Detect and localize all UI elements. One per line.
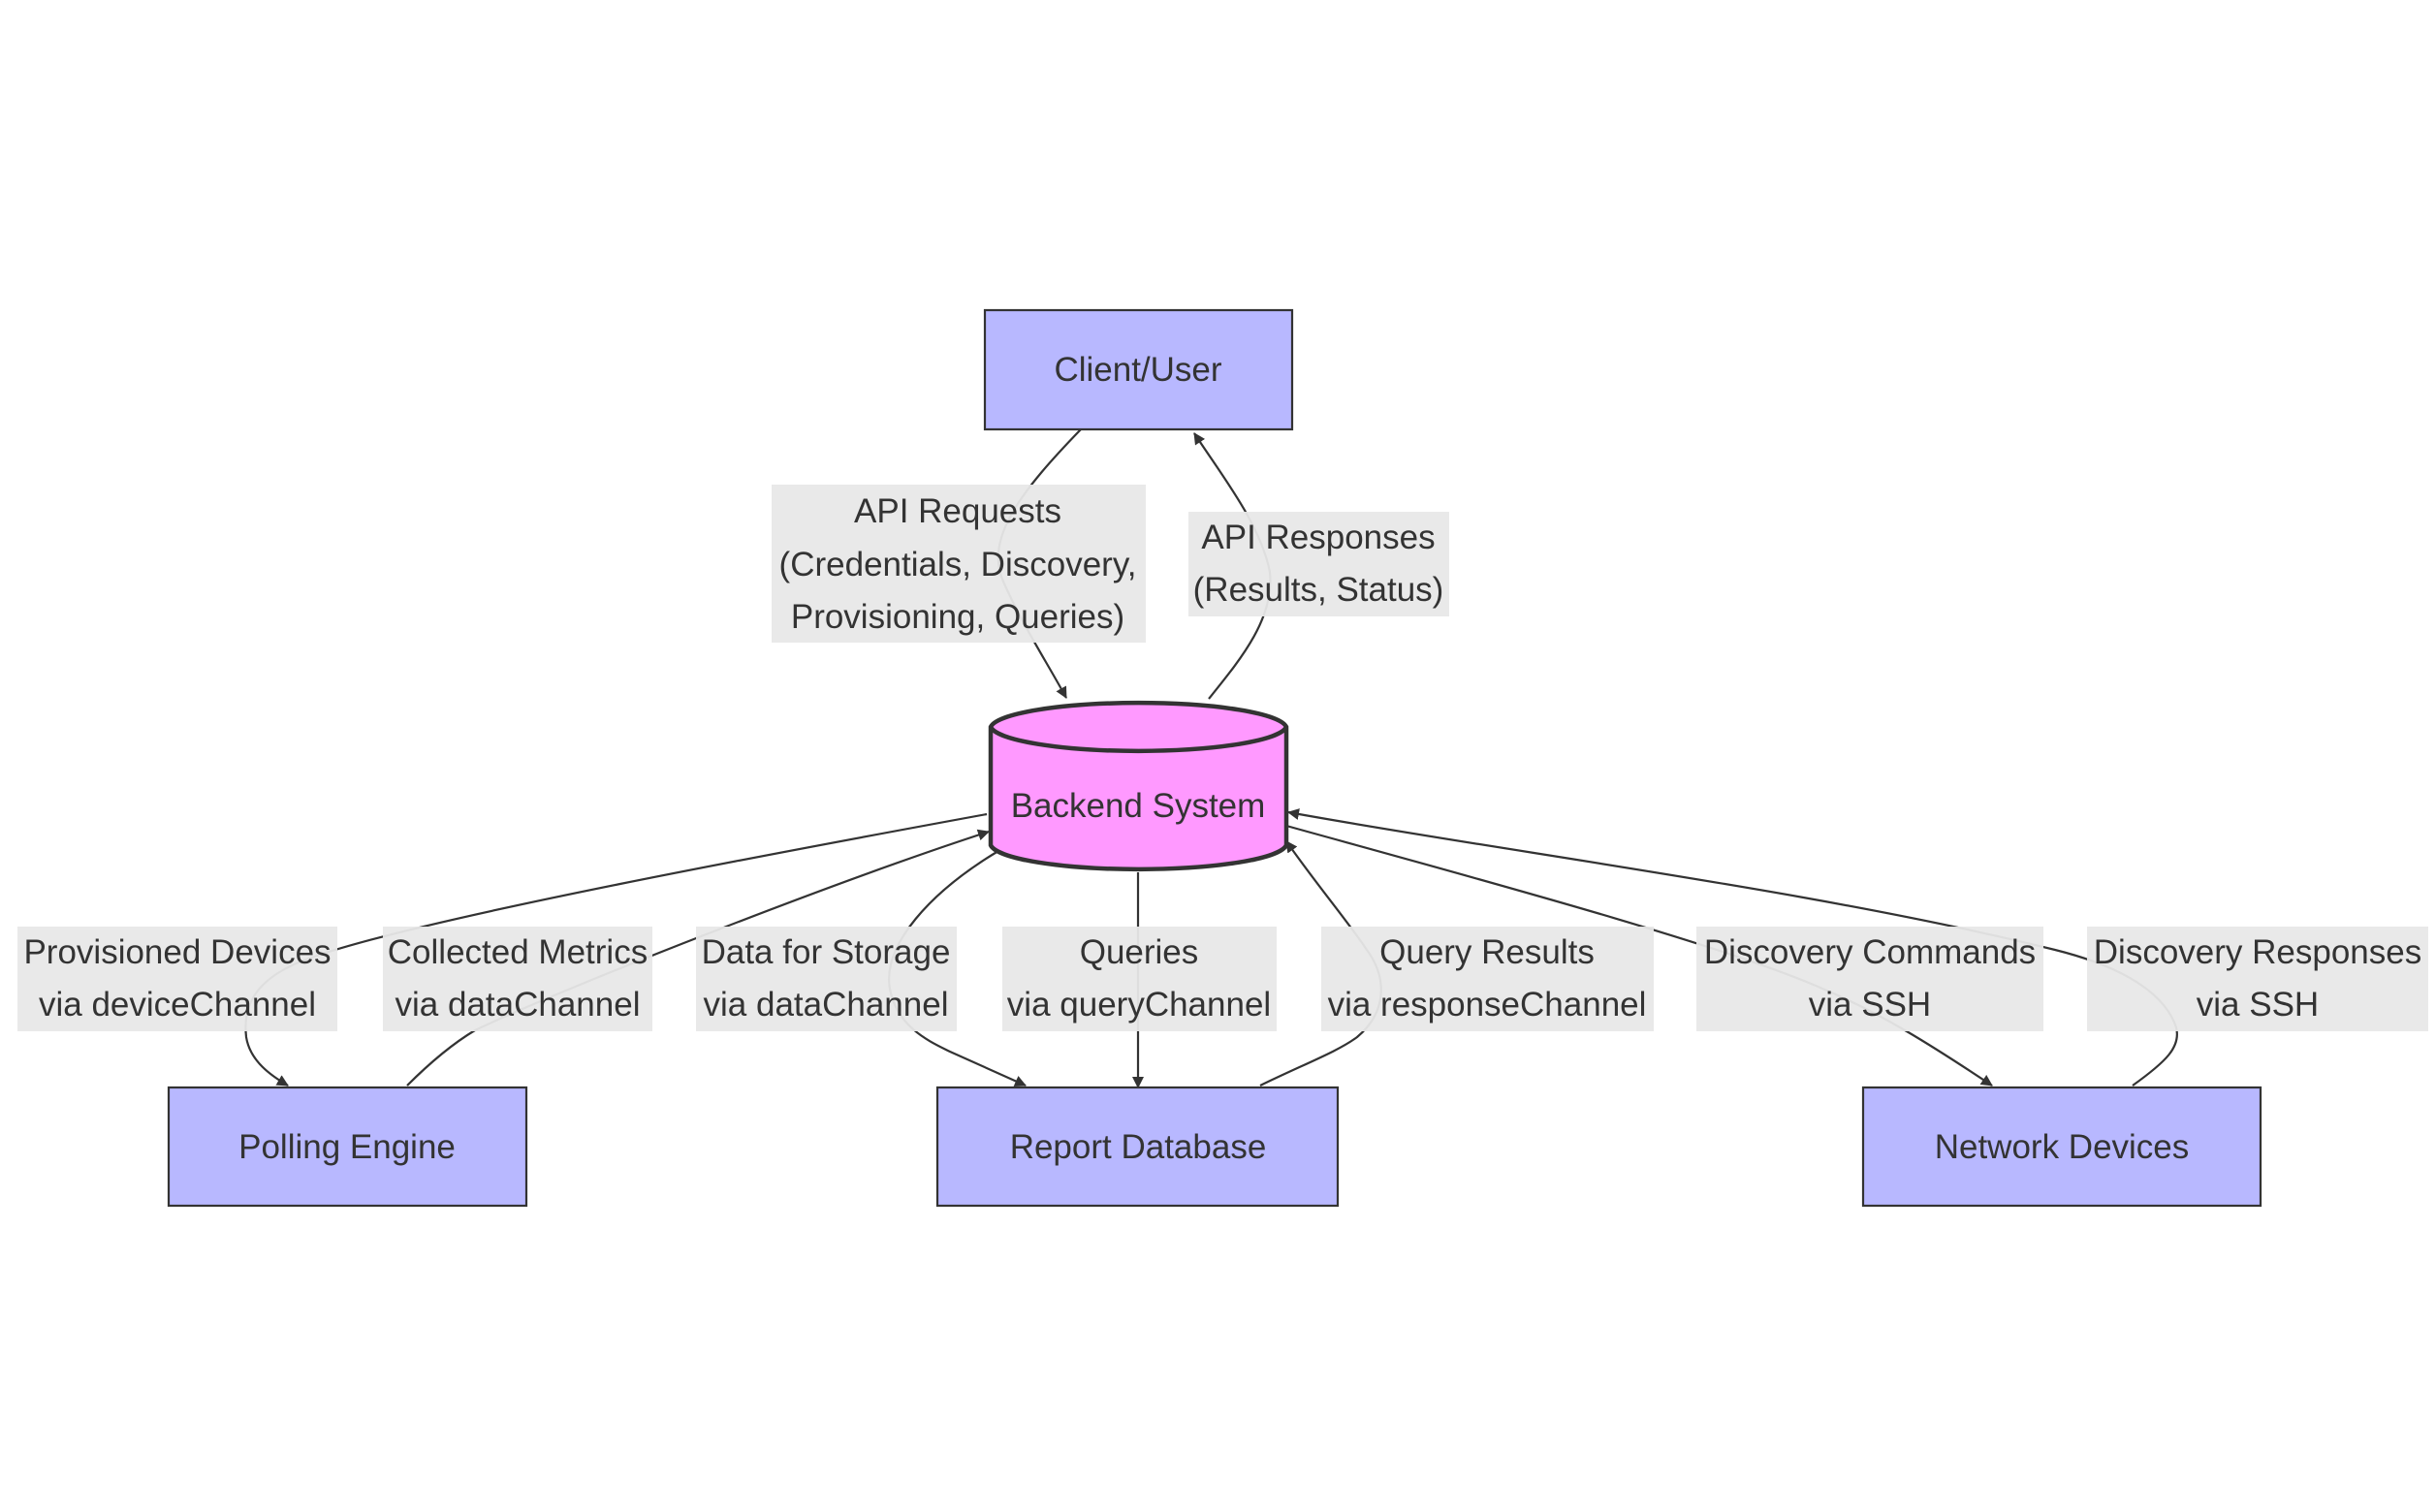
edge-label-discovery-commands: Discovery Commands via SSH bbox=[1696, 927, 2043, 1031]
svg-text:via dataChannel: via dataChannel bbox=[395, 986, 641, 1024]
svg-text:API Requests: API Requests bbox=[854, 492, 1061, 530]
svg-text:Collected Metrics: Collected Metrics bbox=[388, 933, 648, 971]
svg-text:Provisioning, Queries): Provisioning, Queries) bbox=[791, 598, 1124, 636]
nodes: Client/User Backend System Polling Engin… bbox=[167, 308, 2262, 1208]
svg-text:via responseChannel: via responseChannel bbox=[1328, 986, 1647, 1024]
svg-text:via dataChannel: via dataChannel bbox=[704, 986, 949, 1024]
svg-text:API Responses: API Responses bbox=[1201, 519, 1435, 556]
edge-label-provisioned-devices: Provisioned Devices via deviceChannel bbox=[17, 927, 337, 1031]
svg-text:Provisioned Devices: Provisioned Devices bbox=[23, 933, 331, 971]
svg-text:Query Results: Query Results bbox=[1379, 933, 1595, 971]
edge-labels: API Requests (Credentials, Discovery, Pr… bbox=[17, 485, 2428, 1031]
svg-text:via SSH: via SSH bbox=[2197, 986, 2319, 1024]
svg-text:Backend System: Backend System bbox=[1011, 787, 1266, 825]
svg-text:Polling Engine: Polling Engine bbox=[238, 1128, 456, 1166]
node-polling-engine: Polling Engine bbox=[167, 1086, 528, 1208]
svg-text:via deviceChannel: via deviceChannel bbox=[39, 986, 316, 1024]
svg-text:(Results, Status): (Results, Status) bbox=[1193, 571, 1444, 609]
edge-label-queries: Queries via queryChannel bbox=[1002, 927, 1277, 1031]
edge-label-api-responses: API Responses (Results, Status) bbox=[1188, 512, 1449, 616]
svg-text:Queries: Queries bbox=[1080, 933, 1199, 971]
svg-text:Network Devices: Network Devices bbox=[1935, 1128, 2190, 1166]
edge-label-data-for-storage: Data for Storage via dataChannel bbox=[696, 927, 957, 1031]
svg-text:Discovery Commands: Discovery Commands bbox=[1704, 933, 2036, 971]
svg-text:(Credentials, Discovery,: (Credentials, Discovery, bbox=[779, 546, 1137, 583]
node-report-database: Report Database bbox=[935, 1086, 1340, 1208]
node-network-devices: Network Devices bbox=[1861, 1086, 2262, 1208]
node-backend-system: Backend System bbox=[988, 700, 1289, 872]
edge-label-discovery-responses: Discovery Responses via SSH bbox=[2087, 927, 2428, 1031]
svg-text:Data for Storage: Data for Storage bbox=[702, 933, 951, 971]
svg-text:Client/User: Client/User bbox=[1054, 351, 1221, 389]
svg-text:Report Database: Report Database bbox=[1010, 1128, 1267, 1166]
svg-text:via SSH: via SSH bbox=[1809, 986, 1931, 1024]
edge-label-query-results: Query Results via responseChannel bbox=[1321, 927, 1654, 1031]
edge-label-api-requests: API Requests (Credentials, Discovery, Pr… bbox=[772, 485, 1146, 643]
svg-text:Discovery Responses: Discovery Responses bbox=[2094, 933, 2421, 971]
svg-text:via queryChannel: via queryChannel bbox=[1007, 986, 1271, 1024]
node-client-user: Client/User bbox=[983, 308, 1294, 431]
edge-label-collected-metrics: Collected Metrics via dataChannel bbox=[383, 927, 652, 1031]
